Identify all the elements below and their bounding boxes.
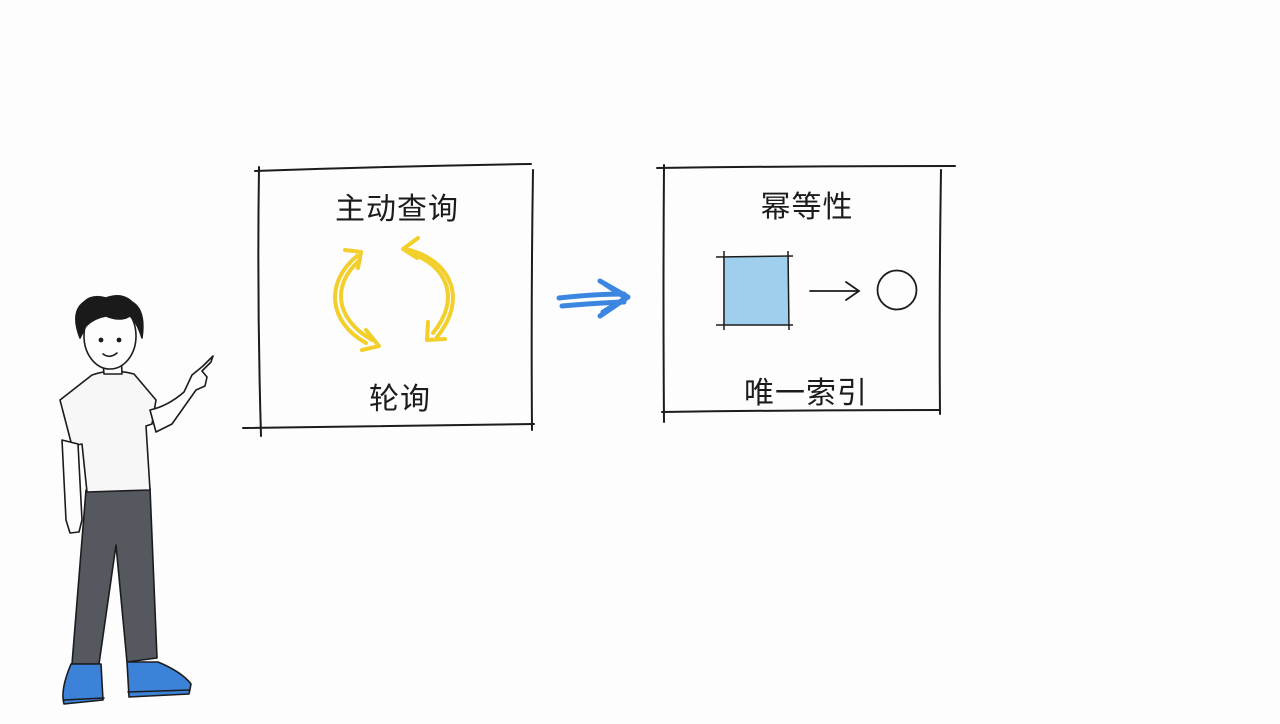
circle-icon <box>876 269 918 311</box>
right-panel-caption: 唯一索引 <box>744 376 868 411</box>
square-icon <box>715 250 794 331</box>
right-arrow-icon <box>556 278 631 319</box>
pointing-arm <box>149 355 214 433</box>
left-arm <box>61 439 83 534</box>
cycle-arrows-icon <box>333 236 455 352</box>
small-arrow-icon <box>809 281 861 301</box>
right-panel-title: 幂等性 <box>760 190 854 225</box>
left-panel-title: 主动查询 <box>335 192 459 227</box>
shirt <box>59 370 157 493</box>
left-panel-frame <box>242 163 535 437</box>
pants <box>71 487 158 665</box>
presenter-character <box>59 294 214 705</box>
left-panel-caption: 轮询 <box>369 382 431 417</box>
hair <box>75 294 144 339</box>
right-panel-frame <box>656 164 956 423</box>
left-shoe <box>62 663 104 705</box>
